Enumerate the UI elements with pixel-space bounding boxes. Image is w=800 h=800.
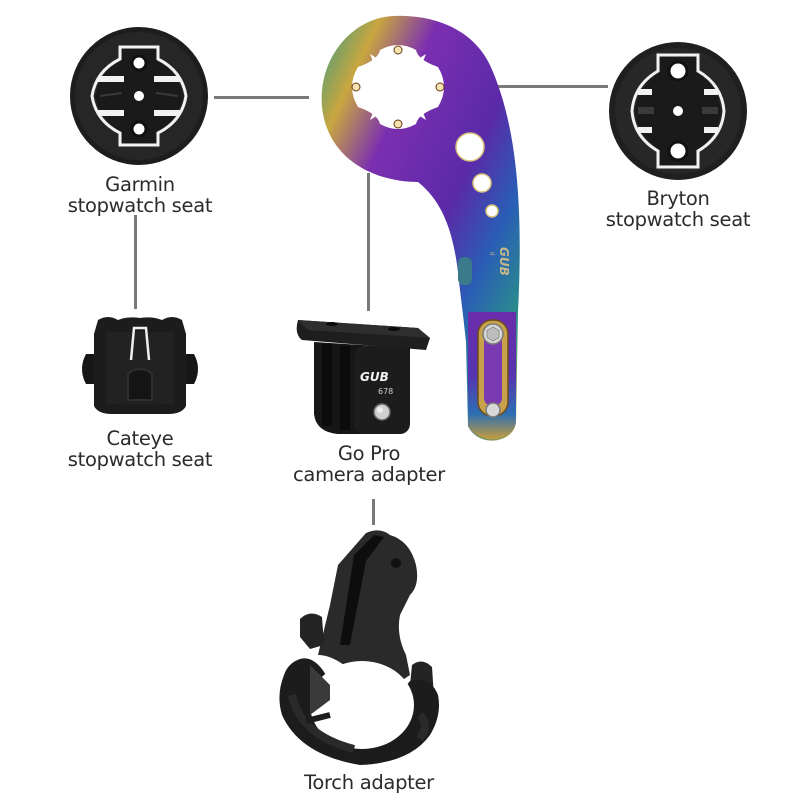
- cateye-label: Cateye stopwatch seat: [40, 428, 240, 470]
- bryton-label-line1: Bryton: [646, 187, 710, 210]
- torch-label-line1: Torch adapter: [304, 771, 434, 794]
- connector-garmin-to-bracket: [214, 96, 309, 99]
- garmin-label-line2: stopwatch seat: [67, 194, 213, 217]
- gopro-model-mark: 678: [378, 387, 393, 396]
- cateye-label-line1: Cateye: [106, 427, 174, 450]
- garmin-label-line1: Garmin: [105, 173, 175, 196]
- connector-garmin-to-cateye: [134, 215, 137, 309]
- torch-label: Torch adapter: [269, 772, 469, 793]
- gopro-label-line2: camera adapter: [293, 463, 445, 486]
- garmin-seat-image: [70, 27, 208, 165]
- connector-bracket-to-bryton: [481, 85, 608, 88]
- cateye-seat-image: [82, 317, 198, 414]
- bryton-seat-image: [609, 42, 747, 180]
- connector-gopro-to-torch: [372, 499, 375, 525]
- bryton-label-line2: stopwatch seat: [605, 208, 751, 231]
- torch-adapter-image: [279, 530, 439, 765]
- gopro-label: Go Pro camera adapter: [269, 443, 469, 485]
- connector-bracket-to-gopro: [367, 173, 370, 311]
- bracket-model-mark: II: [488, 252, 495, 256]
- bryton-label: Bryton stopwatch seat: [578, 188, 778, 230]
- bracket-brand-mark: GUB: [497, 247, 511, 276]
- gopro-adapter-image: GUB 678: [296, 320, 430, 434]
- garmin-label: Garmin stopwatch seat: [40, 174, 240, 216]
- gopro-label-line1: Go Pro: [337, 442, 401, 465]
- cateye-label-line2: stopwatch seat: [67, 448, 213, 471]
- computer-mount-bracket-image: GUB II: [321, 15, 520, 441]
- gopro-brand-mark: GUB: [360, 370, 389, 384]
